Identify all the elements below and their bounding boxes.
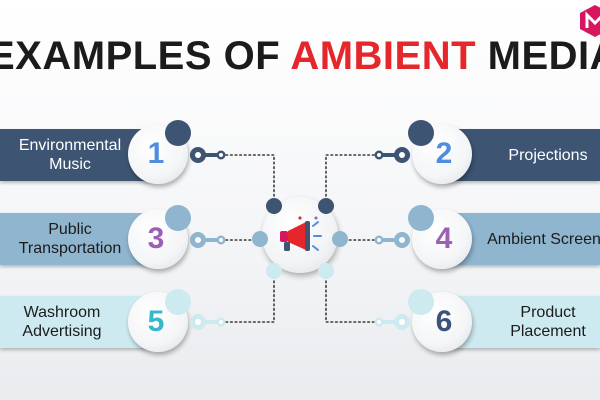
item-3-dot xyxy=(165,205,191,231)
brand-logo-icon xyxy=(580,5,600,37)
item-5-number: 5 xyxy=(147,305,165,338)
item-5-line2: Advertising xyxy=(22,323,102,340)
item-6-number: 6 xyxy=(435,305,453,338)
item-3-line2: Transportation xyxy=(18,240,122,257)
item-4-dot xyxy=(408,205,434,231)
item-5-dot xyxy=(165,289,191,315)
item-2-dot xyxy=(408,120,434,146)
item-1-dot xyxy=(165,120,191,146)
item-1-pin-icon xyxy=(190,147,226,163)
item-2-pin-icon xyxy=(374,147,410,163)
item-1-label: Environmental Music xyxy=(0,136,140,174)
item-5-label: Washroom Advertising xyxy=(0,303,124,341)
item-2-label: Projections xyxy=(478,146,600,165)
megaphone-icon xyxy=(280,216,322,251)
item-5-line1: Washroom xyxy=(23,304,101,321)
title-highlight: AMBIENT xyxy=(290,34,477,78)
item-4-line1: Ambient Screens xyxy=(487,231,600,248)
item-3-number: 3 xyxy=(147,222,165,255)
item-1-number: 1 xyxy=(147,137,165,170)
item-6-line1: Product xyxy=(520,304,576,321)
hub-dot-top xyxy=(266,198,282,214)
item-1-line1: Environmental xyxy=(18,137,122,154)
item-6-dot xyxy=(408,289,434,315)
item-4-number: 4 xyxy=(435,222,453,255)
item-4-label: Ambient Screens xyxy=(478,230,600,249)
item-6-label: Product Placement xyxy=(478,303,600,341)
hub-dot-bottom-right xyxy=(318,263,334,279)
item-6-line2: Placement xyxy=(510,323,586,340)
hub-dot-left xyxy=(252,231,268,247)
title-part1: EXAMPLES OF xyxy=(0,34,291,78)
item-2-line1: Projections xyxy=(508,147,588,164)
page-title: EXAMPLES OF AMBIENT MEDIA xyxy=(0,32,600,80)
item-1-line2: Music xyxy=(49,156,91,173)
hub-dot-right xyxy=(332,231,348,247)
connector-5 xyxy=(225,267,275,323)
item-4-pin-icon xyxy=(374,232,410,248)
item-3-pin-icon xyxy=(190,232,226,248)
connector-1 xyxy=(225,154,275,206)
hub-dot-bottom-left xyxy=(266,263,282,279)
item-5-pin-icon xyxy=(190,314,226,330)
item-3-line1: Public xyxy=(48,221,92,238)
item-6-pin-icon xyxy=(374,314,410,330)
title-part2: MEDIA xyxy=(487,34,600,78)
connector-2 xyxy=(325,154,375,206)
hub-dot-top-right xyxy=(318,198,334,214)
item-3-label: Public Transportation xyxy=(0,220,140,258)
item-2-number: 2 xyxy=(435,137,453,170)
connector-6 xyxy=(325,267,375,323)
